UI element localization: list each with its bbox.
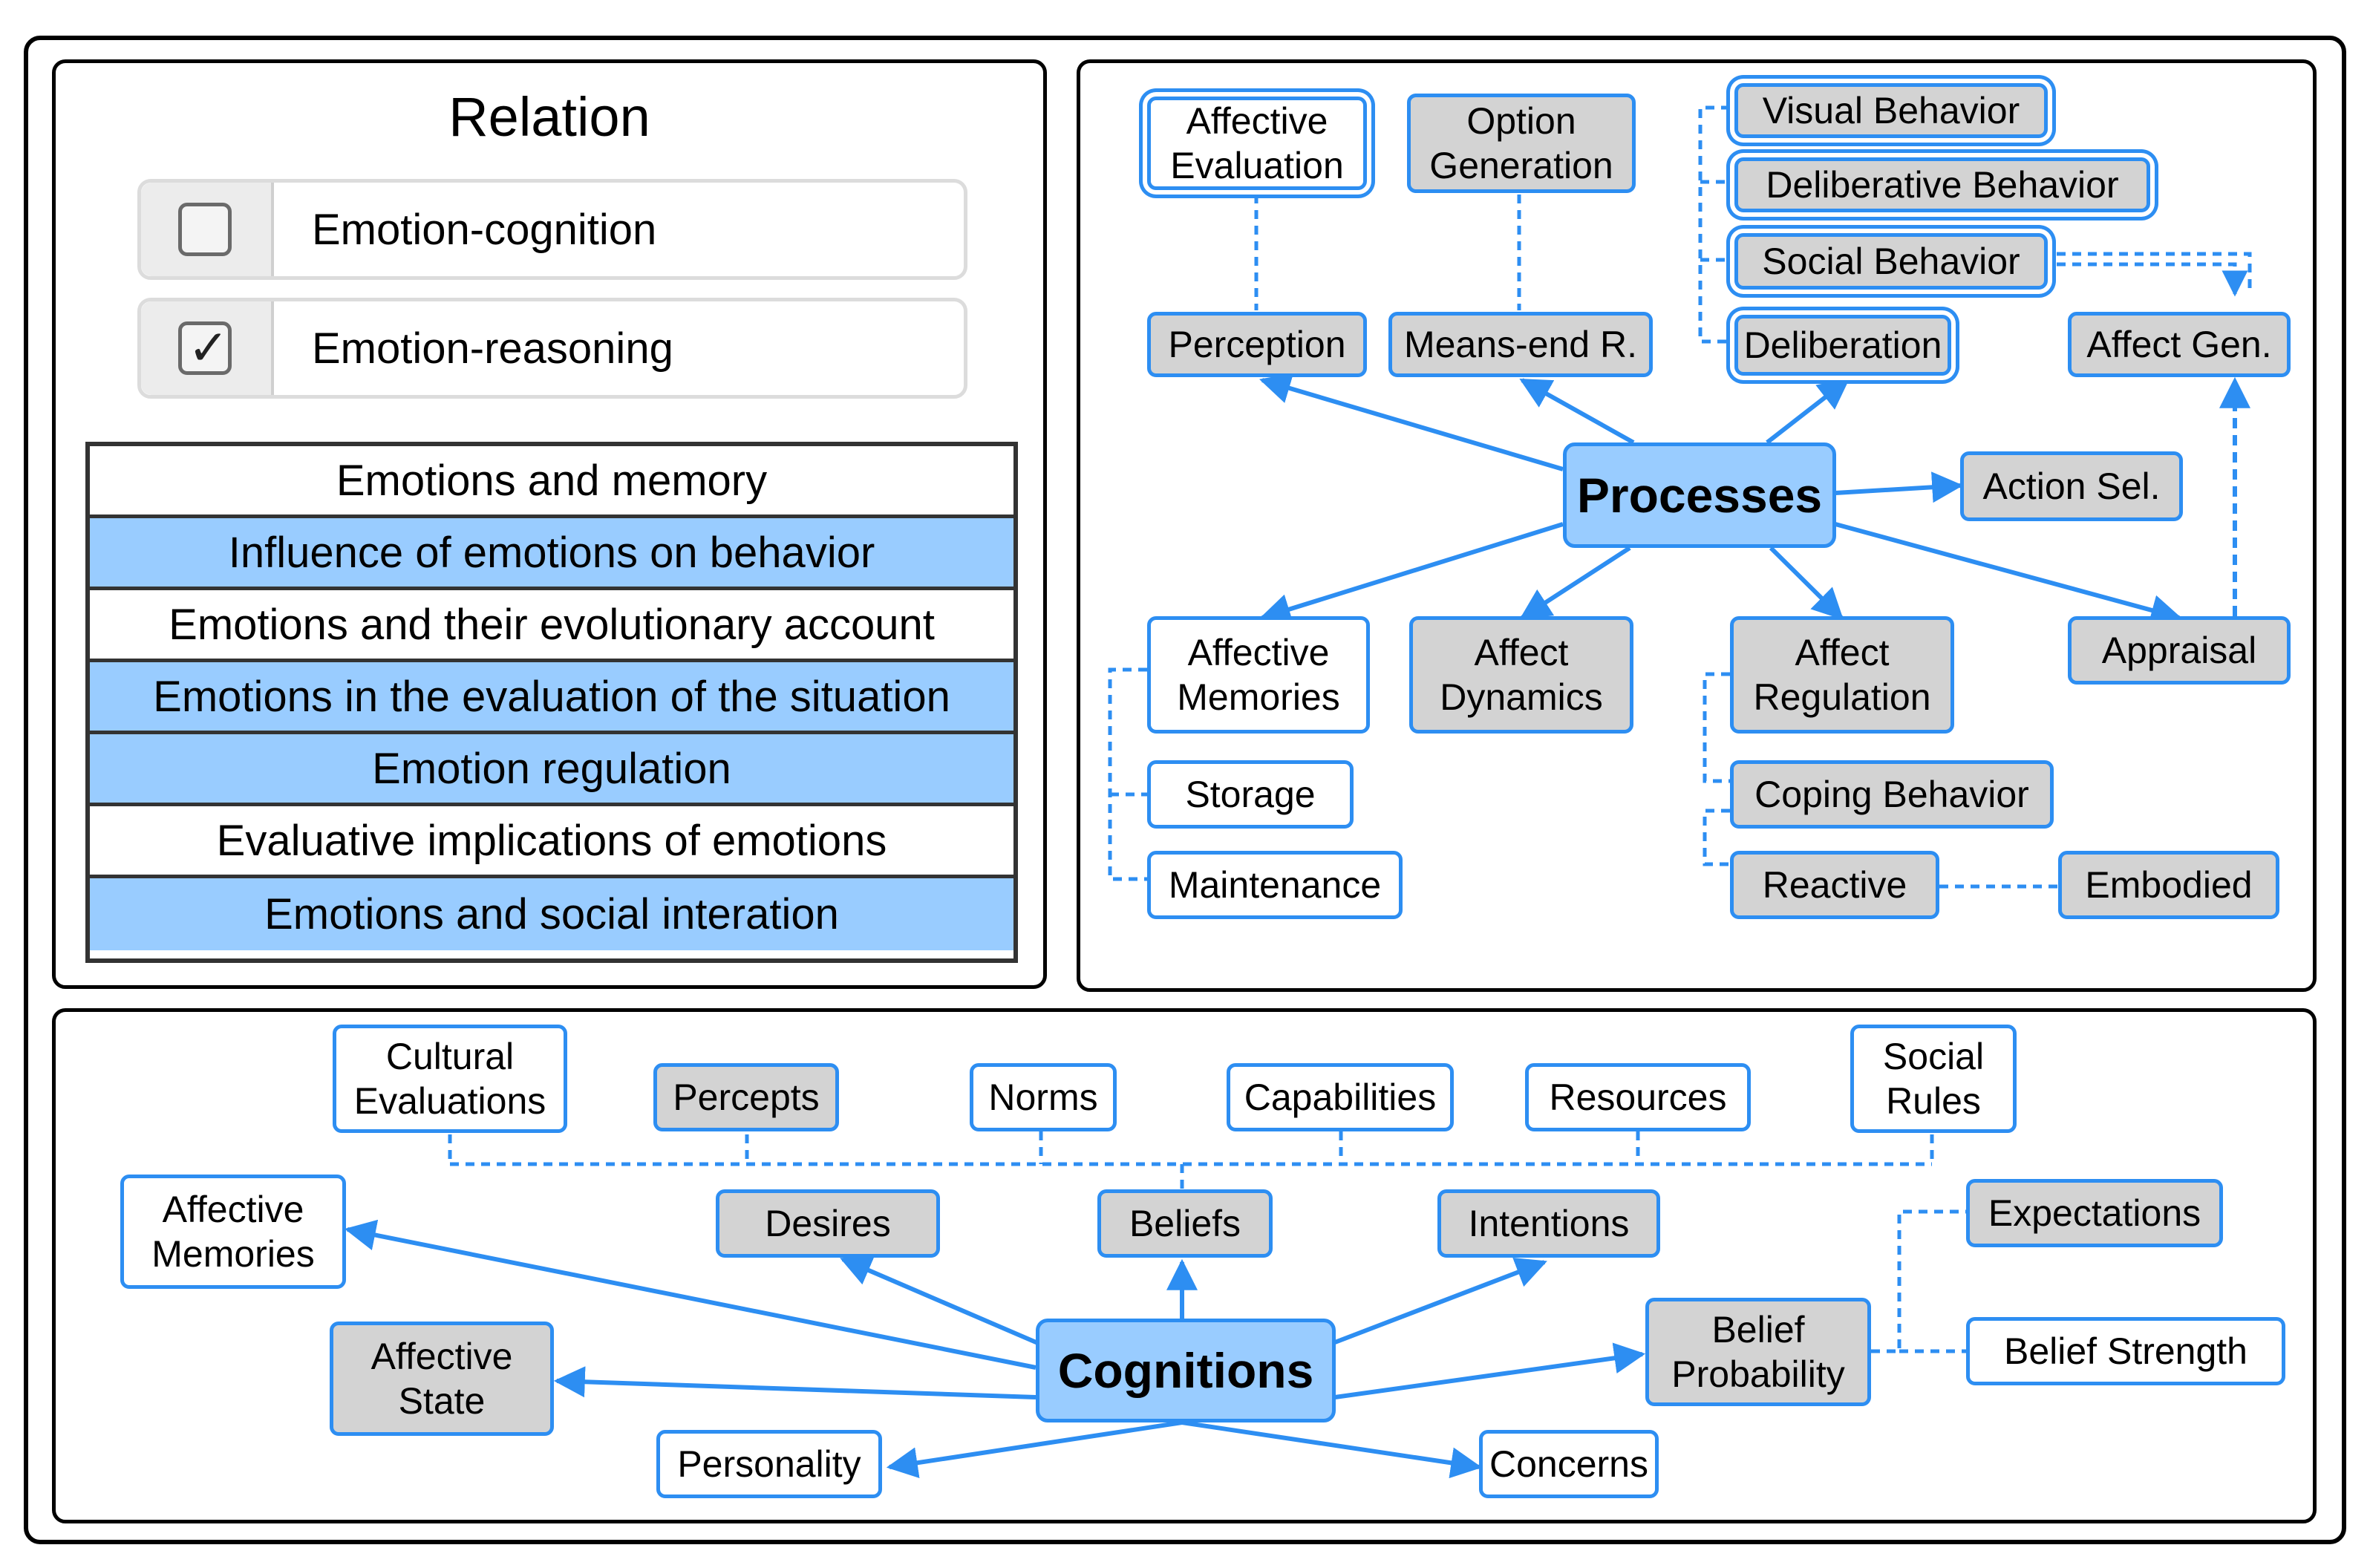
cognitions-panel bbox=[52, 1008, 2317, 1523]
edge-social-behavior-affect-gen-2 bbox=[2057, 262, 2248, 297]
node-affect-gen[interactable]: Affect Gen. bbox=[2068, 312, 2291, 377]
node-coping-behavior[interactable]: Coping Behavior bbox=[1730, 760, 2054, 829]
checkbox-label: Emotion-reasoning bbox=[312, 324, 673, 373]
node-cultural-evaluations[interactable]: Cultural Evaluations bbox=[333, 1025, 567, 1133]
node-deliberative-behavior[interactable]: Deliberative Behavior bbox=[1734, 157, 2150, 212]
node-affective-memories[interactable]: Affective Memories bbox=[1147, 616, 1370, 734]
edge-processes-affect-regulation bbox=[1769, 546, 1844, 620]
relation-title: Relation bbox=[448, 86, 650, 148]
cognitions-hub[interactable]: Cognitions bbox=[1036, 1319, 1336, 1422]
edge-processes-perception bbox=[1259, 373, 1564, 471]
node-social-rules[interactable]: Social Rules bbox=[1850, 1025, 2017, 1133]
node-visual-behavior[interactable]: Visual Behavior bbox=[1734, 83, 2048, 138]
node-cog-affective-memories[interactable]: Affective Memories bbox=[120, 1175, 346, 1289]
checkbox-cell bbox=[141, 183, 274, 276]
edge-cognitions-concerns bbox=[1181, 1420, 1483, 1479]
node-affective-evaluation[interactable]: Affective Evaluation bbox=[1147, 97, 1367, 190]
relation-list: Emotions and memory Influence of emotion… bbox=[85, 442, 1018, 963]
edge-belief-probability-expectations bbox=[1871, 1209, 1966, 1353]
checkbox-checked[interactable]: ✓ bbox=[178, 321, 232, 375]
edge-affective-memories-storage-maintenance bbox=[1108, 667, 1147, 881]
edge-processes-means-end bbox=[1519, 378, 1635, 445]
edge-processes-appraisal bbox=[1835, 522, 2183, 626]
node-expectations[interactable]: Expectations bbox=[1966, 1179, 2223, 1247]
list-item[interactable]: Emotions and social interation bbox=[90, 878, 1013, 950]
list-item[interactable]: Influence of emotions on behavior bbox=[90, 518, 1013, 590]
node-reactive[interactable]: Reactive bbox=[1730, 851, 1939, 919]
edge-cognitions-desires bbox=[840, 1255, 1041, 1346]
node-appraisal[interactable]: Appraisal bbox=[2068, 616, 2291, 685]
list-item[interactable]: Emotions and their evolutionary account bbox=[90, 590, 1013, 662]
edge-affect-regulation-coping bbox=[1703, 672, 1730, 783]
node-maintenance[interactable]: Maintenance bbox=[1147, 851, 1403, 919]
node-beliefs[interactable]: Beliefs bbox=[1097, 1189, 1273, 1258]
node-norms[interactable]: Norms bbox=[970, 1063, 1117, 1131]
node-intentions[interactable]: Intentions bbox=[1437, 1189, 1660, 1258]
node-storage[interactable]: Storage bbox=[1147, 760, 1354, 829]
list-item[interactable]: Emotions and memory bbox=[90, 446, 1013, 518]
edge-behaviors-deliberation bbox=[1698, 105, 1730, 344]
node-concerns[interactable]: Concerns bbox=[1479, 1430, 1659, 1498]
node-social-behavior[interactable]: Social Behavior bbox=[1734, 233, 2048, 290]
node-percepts[interactable]: Percepts bbox=[653, 1063, 839, 1131]
edge-processes-deliberation bbox=[1766, 378, 1850, 445]
list-item[interactable]: Emotion regulation bbox=[90, 734, 1013, 806]
checkbox-emotion-reasoning[interactable]: ✓ Emotion-reasoning bbox=[137, 298, 967, 399]
edge-social-behavior-affect-gen bbox=[2057, 252, 2252, 294]
list-item[interactable]: Emotions in the evaluation of the situat… bbox=[90, 662, 1013, 734]
edge-coping-reactive bbox=[1703, 808, 1730, 866]
processes-hub[interactable]: Processes bbox=[1563, 442, 1836, 548]
edge-processes-action-sel bbox=[1835, 471, 1964, 503]
node-means-end[interactable]: Means-end R. bbox=[1388, 312, 1653, 377]
edge-processes-affective-memories bbox=[1259, 522, 1564, 624]
node-affective-state[interactable]: Affective State bbox=[330, 1322, 554, 1436]
check-icon: ✓ bbox=[188, 320, 229, 375]
edge-processes-affect-dynamics bbox=[1519, 546, 1631, 620]
checkbox-unchecked[interactable] bbox=[178, 203, 232, 256]
relation-panel: Relation Emotion-cognition ✓ Emotion-rea… bbox=[52, 59, 1047, 989]
node-belief-probability[interactable]: Belief Probability bbox=[1645, 1298, 1871, 1406]
node-deliberation[interactable]: Deliberation bbox=[1734, 315, 1951, 376]
node-embodied[interactable]: Embodied bbox=[2058, 851, 2279, 919]
checkbox-cell: ✓ bbox=[141, 301, 274, 395]
list-item[interactable]: Evaluative implications of emotions bbox=[90, 806, 1013, 878]
node-resources[interactable]: Resources bbox=[1525, 1063, 1751, 1131]
processes-panel bbox=[1077, 59, 2317, 992]
node-belief-strength[interactable]: Belief Strength bbox=[1966, 1317, 2285, 1385]
node-desires[interactable]: Desires bbox=[716, 1189, 940, 1258]
edge-cognitions-intentions bbox=[1333, 1257, 1547, 1345]
node-action-sel[interactable]: Action Sel. bbox=[1960, 451, 2183, 521]
node-affect-dynamics[interactable]: Affect Dynamics bbox=[1409, 616, 1633, 734]
node-affect-regulation[interactable]: Affect Regulation bbox=[1730, 616, 1954, 734]
checkbox-label: Emotion-cognition bbox=[312, 205, 657, 254]
node-capabilities[interactable]: Capabilities bbox=[1227, 1063, 1454, 1131]
node-option-generation[interactable]: Option Generation bbox=[1407, 94, 1636, 193]
edge-cognitions-belief-probability bbox=[1334, 1342, 1646, 1399]
checkbox-emotion-cognition[interactable]: Emotion-cognition bbox=[137, 179, 967, 280]
edge-cognitions-affective-memories bbox=[344, 1219, 1037, 1370]
node-personality[interactable]: Personality bbox=[656, 1430, 882, 1498]
edge-cognitions-personality bbox=[886, 1420, 1183, 1479]
node-perception[interactable]: Perception bbox=[1147, 312, 1367, 377]
edge-cognitions-affective-state bbox=[553, 1366, 1037, 1399]
